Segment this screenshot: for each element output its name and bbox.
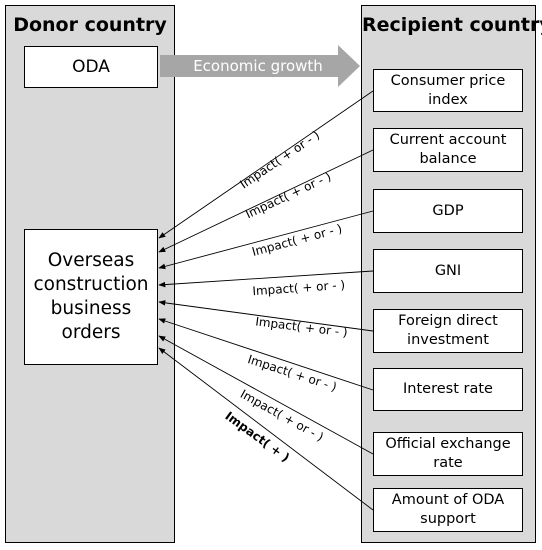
impact-label-4: Impact( + or - )	[252, 278, 346, 298]
economic-growth-label: Economic growth	[193, 57, 323, 75]
gdp-box: GDP	[373, 189, 523, 233]
gni-box: GNI	[373, 249, 523, 293]
oda-box: ODA	[24, 46, 158, 88]
official-exchange-rate-box: Official exchange rate	[373, 432, 523, 476]
amount-of-oda-support-box: Amount of ODA support	[373, 488, 523, 532]
interest-rate-box: Interest rate	[373, 368, 523, 411]
impact-label-6: Impact( + or - )	[246, 352, 339, 394]
recipient-country-title: Recipient country	[362, 14, 542, 36]
donor-country-title: Donor country	[13, 14, 167, 36]
consumer-price-index-box: Consumer price index	[373, 69, 523, 112]
economic-growth-arrow	[160, 45, 360, 87]
impact-arrow-gdp	[158, 210, 374, 270]
impact-arrow-official-exchange-rate	[158, 335, 374, 455]
impact-arrow-gni	[158, 270, 374, 288]
impact-arrow-foreign-direct-investment	[158, 300, 374, 332]
impact-arrow-current-account-balance	[158, 149, 374, 253]
overseas-construction-orders-box: Overseas construction business orders	[24, 229, 158, 365]
impact-label-5: Impact( + or - )	[255, 314, 349, 339]
impact-arrow-amount-of-oda-support	[158, 347, 374, 511]
impact-arrow-interest-rate	[158, 318, 374, 391]
current-account-balance-box: Current account balance	[373, 128, 523, 172]
foreign-direct-investment-box: Foreign direct investment	[373, 309, 523, 353]
impact-arrow-consumer-price-index	[158, 90, 374, 239]
